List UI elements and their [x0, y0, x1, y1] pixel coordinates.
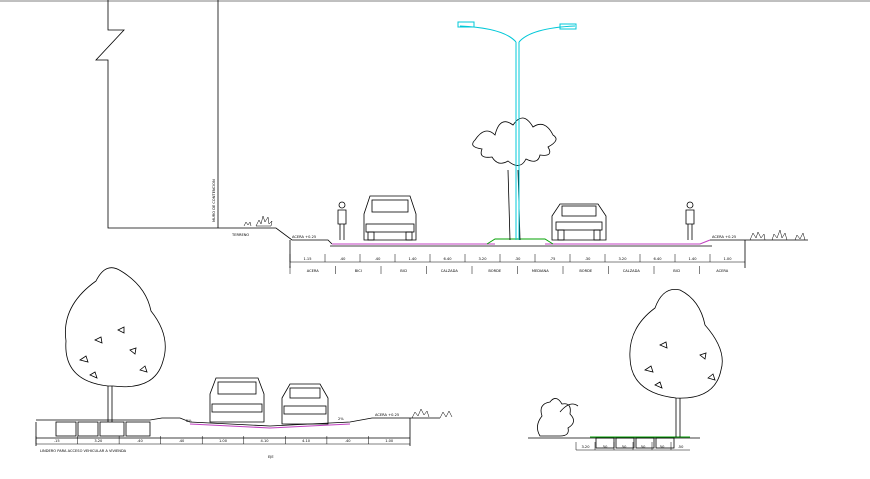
dimension-value: .40	[340, 257, 346, 261]
zone-label: CALZADA	[441, 269, 459, 273]
dimension-value: .50	[602, 445, 608, 449]
dimension-value: .40	[137, 439, 143, 443]
shrub-right	[411, 408, 453, 419]
planter-boxes	[55, 421, 151, 437]
dimension-value: .75	[550, 257, 556, 261]
dimension-value: 3.20	[581, 445, 590, 449]
section-bottom-left: 2% 2% ACERA +0.25 .15 3.20 .40 .40 1.00 4.10 4…	[35, 267, 453, 459]
cyclist-icon	[685, 201, 695, 240]
zone-label: BICI	[355, 269, 362, 273]
note-right: ACERA +0.25	[375, 413, 399, 417]
dimension-value: 3.20	[94, 439, 103, 443]
road-surface-right	[545, 239, 711, 245]
note-left: ACERA +0.25	[292, 235, 316, 239]
ground-profile-left	[218, 227, 333, 245]
caption: LINDERO PARA ACCESO VEHICULAR A VIVIENDA	[40, 449, 127, 453]
retaining-wall	[95, 0, 218, 229]
slope-left: 2%	[186, 419, 192, 423]
dimension-value: .30	[515, 257, 521, 261]
center-label: EJE	[268, 455, 274, 459]
dimension-value: 1.00	[219, 439, 228, 443]
dimension-labels: .15 3.20 .40 .40 1.00 4.10 4.10 .40 1.00	[35, 436, 394, 444]
slope-right: 2%	[338, 417, 344, 421]
palm-tree	[472, 117, 557, 241]
zone-label: CALZADA	[623, 269, 641, 273]
cyclist-icon	[337, 201, 347, 240]
palm-shrub	[537, 398, 579, 437]
dimension-value: 1.40	[408, 257, 417, 261]
zone-label: BICI	[400, 269, 407, 273]
dimension-value: 1.15	[303, 257, 311, 261]
car-icon	[281, 383, 329, 425]
ground-profile	[36, 417, 440, 427]
section-top: MURO DE CONTENCION TERRENO	[95, 0, 808, 274]
dimension-value: 1.00	[723, 257, 732, 261]
shrub-right	[749, 229, 806, 241]
dimension-value: 3.20	[478, 257, 487, 261]
zone-label: BICI	[673, 269, 680, 273]
dimension-value: 6.40	[653, 257, 662, 261]
zone-label: ACERA	[307, 269, 320, 273]
dimension-value: .40	[345, 439, 351, 443]
dimension-value: 4.10	[261, 439, 270, 443]
note-right: ACERA +0.25	[712, 235, 736, 239]
dimension-value: .50	[678, 445, 684, 449]
dimension-value: .15	[54, 439, 60, 443]
dimension-value: 1.00	[385, 439, 394, 443]
shrub-left	[243, 215, 273, 227]
zone-label: ACERA	[716, 269, 729, 273]
dimension-value: 4.10	[302, 439, 311, 443]
tree-icon	[629, 289, 723, 437]
car-icon	[363, 195, 417, 241]
dimension-value: 3.20	[618, 257, 627, 261]
dimension-labels-top: 1.15 .40 .40 1.40 6.40 3.20 .30 .75 .30 3.20 6.40 1…	[289, 254, 732, 262]
dimension-value: .50	[659, 445, 665, 449]
dimension-value: .50	[621, 445, 627, 449]
dimension-value: .40	[179, 439, 185, 443]
dimension-value: 1.40	[688, 257, 697, 261]
dimension-labels: 3.20 .50 .50 .50 .50 .50	[575, 442, 684, 450]
dimension-value: .30	[585, 257, 591, 261]
wall-note: MURO DE CONTENCION	[212, 179, 216, 222]
zone-labels-top: ACERA BICI BICI CALZADA BORDE MEDIANA BORDE CAL…	[289, 266, 729, 274]
dimension-value: 6.40	[443, 257, 452, 261]
section-bottom-right: 3.20 .50 .50 .50 .50 .50	[528, 289, 723, 451]
zone-label: BORDE	[579, 269, 592, 273]
ground-note: TERRENO	[231, 233, 249, 237]
car-icon	[209, 377, 265, 423]
dimension-value: .40	[375, 257, 381, 261]
car-icon	[551, 203, 607, 241]
road-surface	[189, 423, 351, 429]
zone-label: BORDE	[488, 269, 501, 273]
street-lamp-icon	[457, 21, 577, 240]
zone-label: MEDIANA	[532, 269, 549, 273]
tree-icon	[64, 267, 166, 422]
dimension-value: .50	[640, 445, 646, 449]
